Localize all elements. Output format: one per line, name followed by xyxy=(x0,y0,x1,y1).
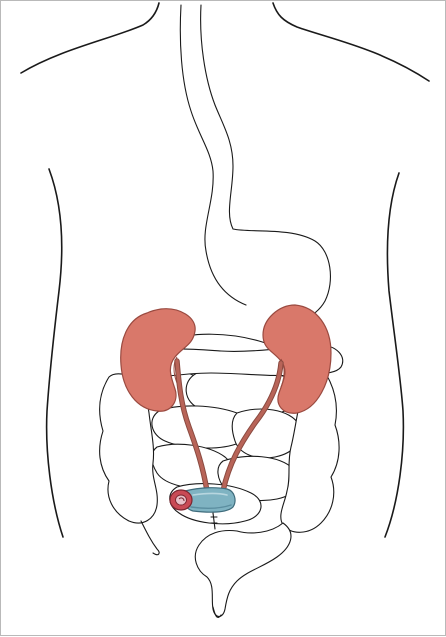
stomach-and-esophagus xyxy=(180,5,330,327)
left-shoulder-line xyxy=(21,3,159,73)
left-flank-line xyxy=(47,169,63,537)
esophagus-right-wall xyxy=(201,5,331,327)
appendix xyxy=(141,521,159,555)
stoma-opening xyxy=(176,495,187,505)
right-flank-line xyxy=(385,173,403,537)
right-shoulder-line xyxy=(273,3,429,81)
esophagus-left-wall xyxy=(180,5,246,305)
sigmoid-colon xyxy=(195,523,291,617)
